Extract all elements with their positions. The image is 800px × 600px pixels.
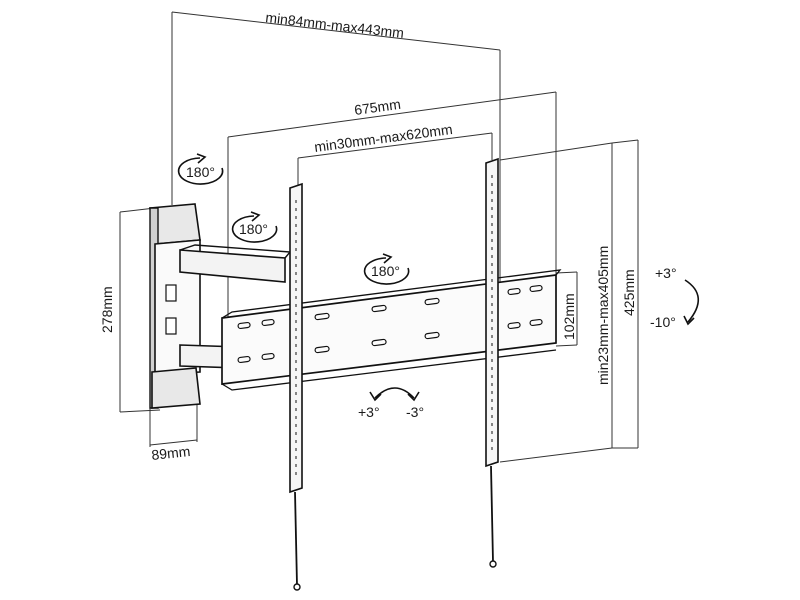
label-arm-extension: min84mm-max443mm: [265, 9, 405, 41]
label-rotation-wall: 180°: [186, 164, 215, 180]
label-vertical-pattern: min23mm-max405mm: [595, 246, 611, 385]
label-wall-plate-depth: 89mm: [151, 443, 191, 463]
label-level-plus: +3°: [358, 404, 380, 420]
dimension-hole-spacing: min30mm-max620mm: [297, 121, 493, 185]
rotation-badge-wall: 180°: [177, 153, 224, 185]
vertical-bracket-right: [485, 157, 499, 568]
horizontal-rail: [221, 269, 562, 391]
upper-arm: [179, 244, 292, 283]
label-tilt-up: +3°: [655, 265, 677, 281]
rail-slot-holes: [237, 284, 543, 364]
tilt-indicator: +3° -10°: [650, 265, 700, 330]
rotation-badge-mid: 180°: [231, 211, 278, 243]
dimension-overall-width: 675mm: [227, 91, 557, 322]
vertical-bracket-left: [289, 182, 303, 591]
dimension-wall-plate-height: 278mm: [99, 207, 161, 413]
rotation-badge-center: 180°: [363, 253, 410, 285]
label-rotation-center: 180°: [371, 263, 400, 279]
label-hole-spacing: min30mm-max620mm: [313, 121, 453, 155]
label-rotation-mid: 180°: [239, 221, 268, 237]
label-rail-height: 102mm: [561, 293, 577, 340]
label-overall-width: 675mm: [353, 96, 401, 118]
dimension-overall-height: 425mm: [611, 139, 639, 449]
dimension-rail-height: 102mm: [555, 271, 578, 347]
label-wall-plate-height: 278mm: [99, 286, 115, 333]
label-tilt-down: -10°: [650, 314, 676, 330]
label-overall-height: 425mm: [621, 269, 637, 316]
level-adjust-indicator: +3° -3°: [358, 387, 424, 420]
dimension-wall-plate-depth: 89mm: [149, 405, 198, 463]
label-level-minus: -3°: [406, 404, 424, 420]
dimension-vertical-pattern: min23mm-max405mm: [499, 142, 613, 463]
wall-plate: [149, 203, 201, 409]
